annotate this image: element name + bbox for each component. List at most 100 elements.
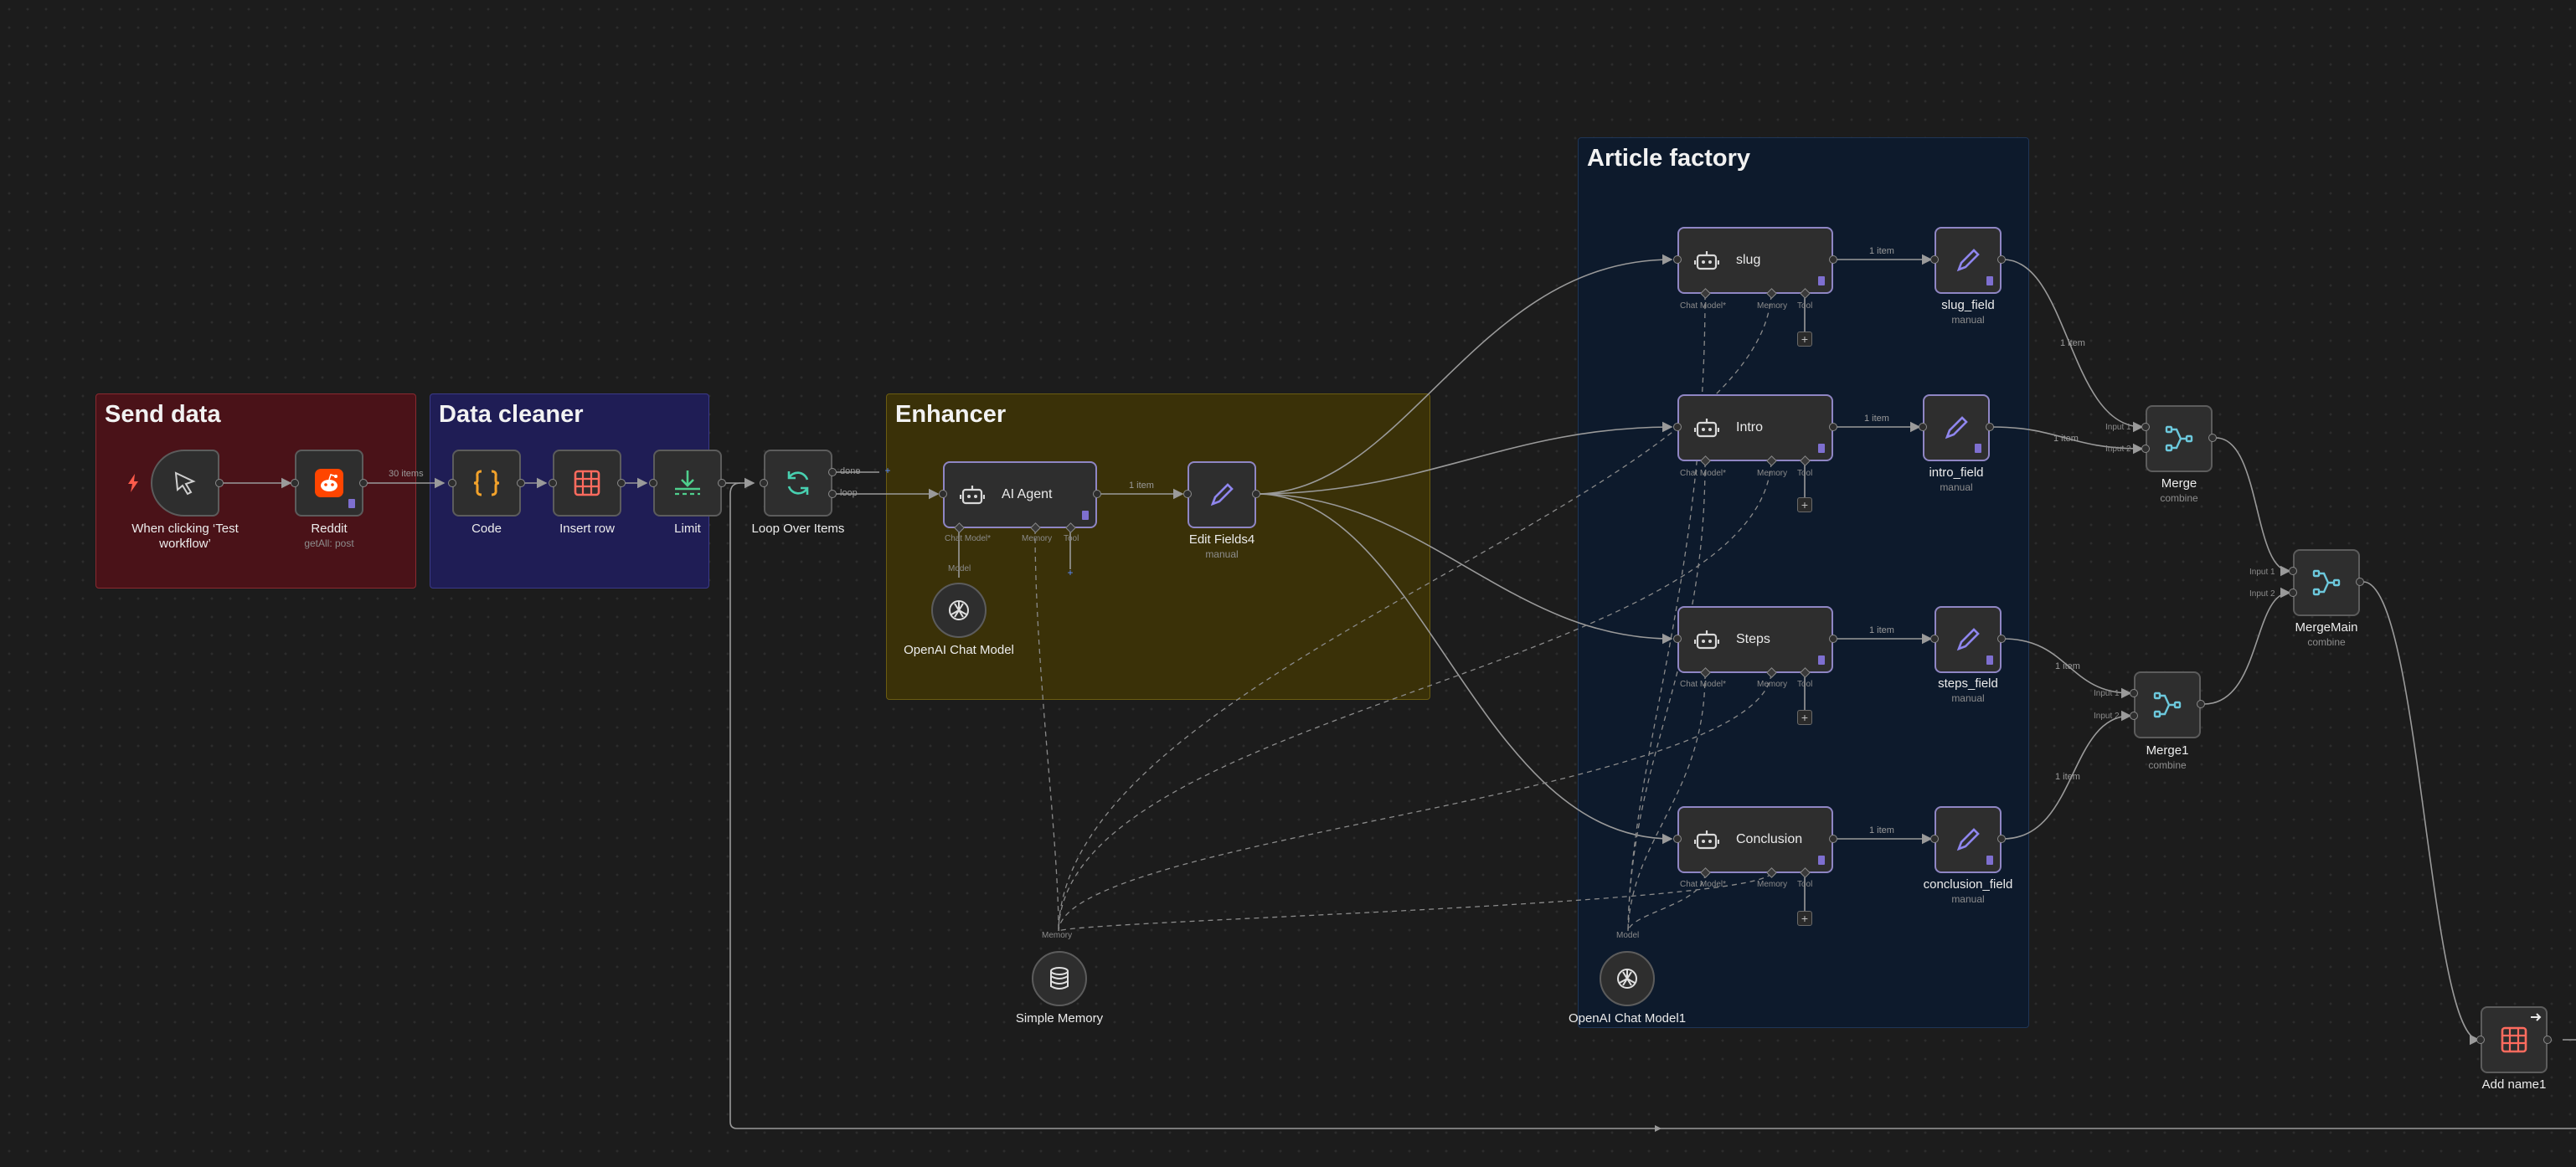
pinned-badge	[348, 499, 355, 508]
intro-field-output-handle[interactable]	[1986, 423, 1994, 431]
merge-main-input2-handle[interactable]	[2289, 589, 2297, 597]
limit-output-handle[interactable]	[718, 479, 726, 487]
reddit-input-handle[interactable]	[291, 479, 299, 487]
slug-field-output-handle[interactable]	[1997, 255, 2006, 264]
intro-add-tool-button[interactable]: +	[1797, 497, 1812, 512]
loop-loop-handle[interactable]	[828, 490, 837, 498]
insert-row-input-handle[interactable]	[549, 479, 557, 487]
slug-input-handle[interactable]	[1673, 255, 1682, 264]
add-name1-output-handle[interactable]	[2543, 1036, 2552, 1044]
steps-tool-label: Tool	[1797, 680, 1813, 689]
merge-main-node[interactable]	[2293, 549, 2360, 616]
openai-chat-model1-label: OpenAI Chat Model1	[1568, 1011, 1687, 1026]
steps-memory-label: Memory	[1757, 680, 1788, 689]
slug-field-node[interactable]	[1935, 227, 2002, 294]
conclusion-add-tool-button[interactable]: +	[1797, 911, 1812, 926]
pencil-icon	[1956, 628, 1980, 651]
edit-fields4-node[interactable]	[1188, 461, 1256, 528]
intro-input-handle[interactable]	[1673, 423, 1682, 431]
code-input-handle[interactable]	[448, 479, 456, 487]
intro-field-input-handle[interactable]	[1919, 423, 1927, 431]
wire-edit-steps	[1255, 493, 1673, 645]
merge-label: Merge	[2161, 476, 2197, 491]
slug-field-subtitle: manual	[1951, 314, 1985, 326]
edit-fields4-output-handle[interactable]	[1252, 490, 1260, 498]
loop-input-handle[interactable]	[760, 479, 768, 487]
steps-add-tool-button[interactable]: +	[1797, 710, 1812, 725]
intro-field-label: intro_field	[1929, 465, 1984, 480]
simple-memory-node[interactable]	[1032, 951, 1087, 1006]
edge-label-conclusionfield-merge1: 1 item	[2055, 772, 2080, 782]
limit-node[interactable]	[653, 450, 722, 517]
ai-agent-node[interactable]: AI Agent	[943, 461, 1097, 528]
intro-field-node[interactable]	[1923, 394, 1990, 461]
code-node[interactable]	[452, 450, 521, 517]
steps-field-output-handle[interactable]	[1997, 635, 2006, 643]
trigger-output-handle[interactable]	[215, 479, 224, 487]
edge-label-introfield-merge: 1 item	[2053, 434, 2079, 444]
merge1-node[interactable]	[2134, 671, 2201, 738]
steps-input-handle[interactable]	[1673, 635, 1682, 643]
steps-output-handle[interactable]	[1829, 635, 1837, 643]
arrow-right-icon	[2531, 1013, 2542, 1021]
edge-label-stepsfield-merge1: 1 item	[2055, 661, 2080, 671]
edge-label-conclusion: 1 item	[1869, 825, 1894, 835]
conclusion-input-handle[interactable]	[1673, 835, 1682, 843]
conclusion-field-output-handle[interactable]	[1997, 835, 2006, 843]
merge-input1-handle[interactable]	[2141, 423, 2150, 431]
reddit-node-subtitle: getAll: post	[304, 537, 354, 549]
pinned-badge	[1986, 856, 1993, 865]
code-node-label: Code	[471, 522, 502, 536]
code-output-handle[interactable]	[517, 479, 525, 487]
edit-fields4-subtitle: manual	[1205, 548, 1239, 560]
openai-chat-model1-node[interactable]	[1600, 951, 1655, 1006]
slug-agent-node[interactable]: slug	[1677, 227, 1833, 294]
steps-agent-node[interactable]: Steps	[1677, 606, 1833, 673]
pinned-badge	[1818, 276, 1825, 285]
intro-agent-label: Intro	[1736, 420, 1764, 434]
merge1-input2-handle[interactable]	[2130, 712, 2138, 720]
conclusion-field-input-handle[interactable]	[1930, 835, 1939, 843]
conclusion-field-label: conclusion_field	[1923, 877, 2013, 892]
conclusion-field-node[interactable]	[1935, 806, 2002, 873]
add-after-done-button[interactable]: +	[884, 465, 891, 476]
merge-main-input1-handle[interactable]	[2289, 567, 2297, 575]
edit-fields4-input-handle[interactable]	[1183, 490, 1192, 498]
loop-done-handle[interactable]	[828, 468, 837, 476]
steps-field-input-handle[interactable]	[1930, 635, 1939, 643]
trigger-node[interactable]	[151, 450, 219, 517]
limit-input-handle[interactable]	[649, 479, 657, 487]
insert-row-output-handle[interactable]	[617, 479, 626, 487]
merge1-input1-handle[interactable]	[2130, 689, 2138, 697]
slug-output-handle[interactable]	[1829, 255, 1837, 264]
merge-node[interactable]	[2146, 405, 2213, 472]
ai-agent-tool-label: Tool	[1064, 534, 1079, 543]
add-name1-node[interactable]	[2481, 1006, 2548, 1073]
conclusion-output-handle[interactable]	[1829, 835, 1837, 843]
insert-row-node[interactable]	[553, 450, 621, 517]
loop-over-items-label: Loop Over Items	[751, 522, 845, 536]
ai-agent-add-tool-button[interactable]: +	[1067, 567, 1074, 578]
reddit-node[interactable]	[295, 450, 363, 517]
merge-main-output-handle[interactable]	[2356, 578, 2364, 586]
merge-input2-handle[interactable]	[2141, 445, 2150, 453]
ai-agent-output-handle[interactable]	[1093, 490, 1101, 498]
add-name1-input-handle[interactable]	[2476, 1036, 2485, 1044]
limit-node-label: Limit	[674, 522, 701, 536]
conclusion-agent-node[interactable]: Conclusion	[1677, 806, 1833, 873]
intro-agent-node[interactable]: Intro	[1677, 394, 1833, 461]
slug-field-input-handle[interactable]	[1930, 255, 1939, 264]
intro-tool-label: Tool	[1797, 469, 1813, 478]
intro-output-handle[interactable]	[1829, 423, 1837, 431]
group-enhancer[interactable]: Enhancer	[886, 393, 1430, 700]
reddit-icon	[315, 469, 343, 497]
merge-output-handle[interactable]	[2208, 434, 2217, 442]
openai-chat-model-node[interactable]	[931, 583, 987, 638]
loop-over-items-node[interactable]	[764, 450, 832, 517]
slug-add-tool-button[interactable]: +	[1797, 332, 1812, 347]
merge1-output-handle[interactable]	[2197, 700, 2205, 708]
merge-icon	[2312, 569, 2341, 596]
ai-agent-input-handle[interactable]	[939, 490, 947, 498]
reddit-output-handle[interactable]	[359, 479, 368, 487]
steps-field-node[interactable]	[1935, 606, 2002, 673]
